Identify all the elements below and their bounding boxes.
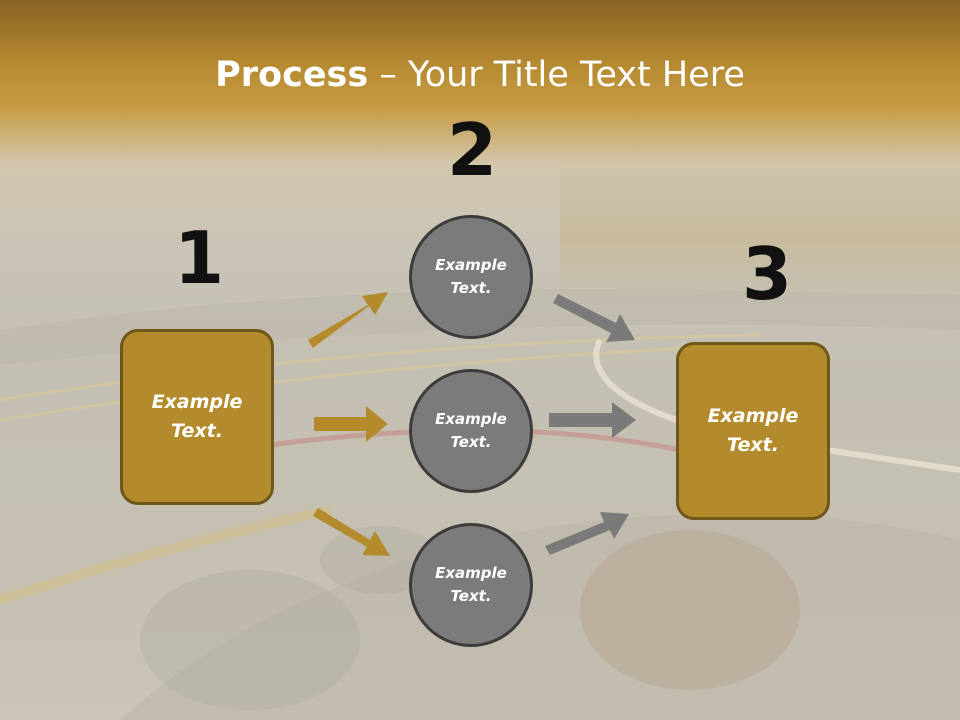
arrow-1-to-top [308,292,388,348]
circle-top: Example Text. [409,215,533,339]
step-1-label: Example Text. [151,391,243,442]
title-rest: – Your Title Text Here [368,55,745,95]
arrow-top-to-3 [553,294,635,342]
arrow-1-to-bottom [313,508,390,556]
step-number-1: 1 [173,216,225,300]
title-bold: Process [215,55,369,95]
step-3-box: Example Text. [676,342,830,520]
circle-bottom: Example Text. [409,523,533,647]
arrow-bottom-to-3 [545,512,629,555]
arrow-middle-to-3 [549,402,636,438]
circle-top-label: Example Text. [435,256,507,297]
step-1-box: Example Text. [120,329,274,505]
arrow-1-to-middle [314,406,388,442]
circle-middle-label: Example Text. [435,410,507,451]
step-number-3: 3 [741,232,793,316]
circle-bottom-label: Example Text. [435,564,507,605]
step-3-label: Example Text. [707,405,799,456]
step-number-2: 2 [446,108,498,192]
slide-title: Process – Your Title Text Here [0,54,960,96]
circle-middle: Example Text. [409,369,533,493]
